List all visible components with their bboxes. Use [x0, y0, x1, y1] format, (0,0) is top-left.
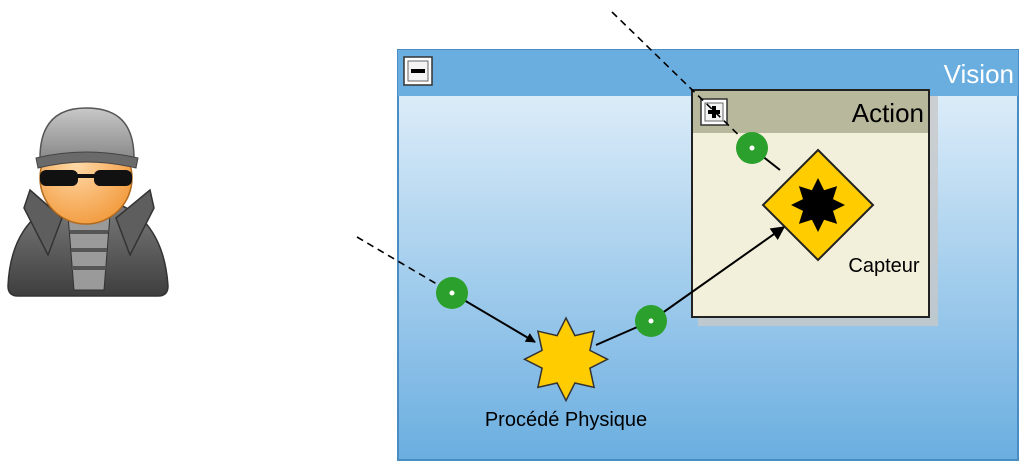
minus-icon	[411, 69, 425, 73]
port-action-input[interactable]	[736, 132, 768, 164]
spy-icon	[7, 107, 169, 297]
edge-port-to-sensor	[650, 226, 786, 322]
action-header	[693, 91, 928, 133]
vision-header	[398, 50, 1018, 96]
process-label: Procédé Physique	[485, 409, 647, 431]
star-shape	[522, 316, 610, 403]
action-container[interactable]: Action	[691, 89, 938, 326]
input-edge-action	[611, 11, 753, 149]
port-process-output[interactable]	[635, 305, 667, 337]
plus-icon	[708, 106, 720, 118]
input-edge-process	[356, 236, 453, 294]
sensor-label: Capteur	[848, 255, 919, 277]
collapse-button[interactable]	[403, 56, 433, 86]
vision-title: Vision	[944, 59, 1014, 89]
process-node[interactable]: Procédé Physique	[485, 316, 647, 431]
edge-port-to-process	[451, 292, 536, 343]
action-title: Action	[852, 98, 924, 128]
burst-icon	[791, 178, 845, 232]
sensor-node[interactable]: Capteur	[761, 148, 920, 277]
port-process-input[interactable]	[436, 277, 468, 309]
expand-button[interactable]	[700, 98, 728, 126]
